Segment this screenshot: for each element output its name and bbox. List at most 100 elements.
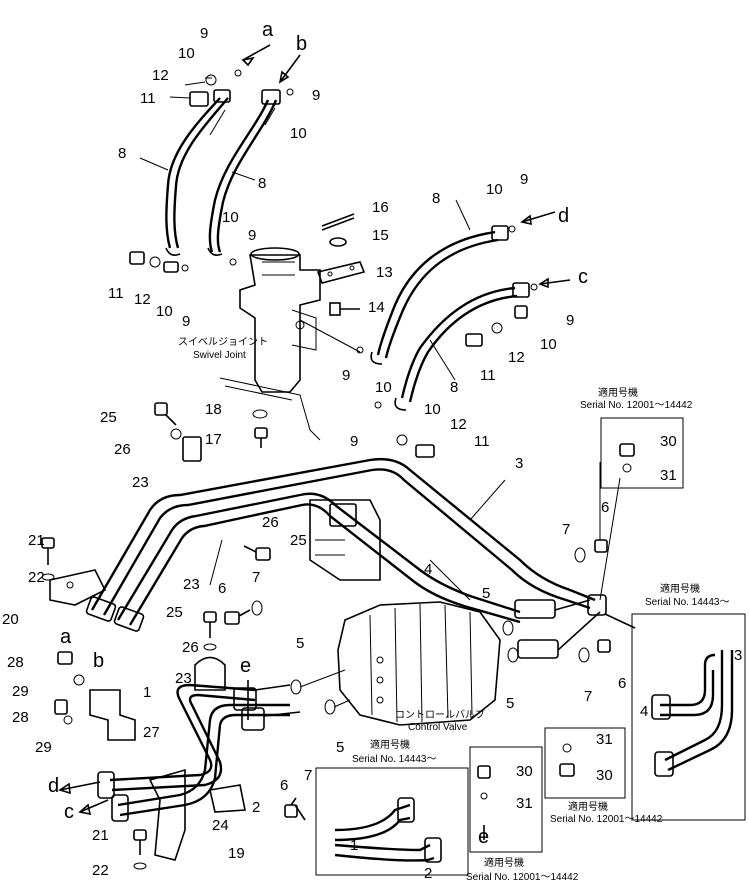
callout-9: 9 [312, 87, 320, 104]
control-valve-jp: コントロールバルブ [395, 708, 485, 721]
arrow-d-bottom-head [58, 782, 71, 795]
serial-12001-bottom: Serial No. 12001～14442 [466, 872, 579, 883]
callout-12: 12 [134, 291, 151, 308]
callout-9: 9 [248, 227, 256, 244]
arrow-c-head [538, 277, 549, 289]
callout-12: 12 [450, 416, 467, 433]
callout-26: 26 [262, 514, 279, 531]
callout-30: 30 [660, 433, 677, 450]
washer-7-right-top [574, 547, 586, 563]
callout-26: 26 [114, 441, 131, 458]
callout-30: 30 [596, 767, 613, 784]
bolt-28-a [57, 651, 73, 665]
bracket-27 [89, 689, 136, 741]
callout-25: 25 [100, 409, 117, 426]
callout-9: 9 [182, 313, 190, 330]
arrow-inset-right [604, 613, 636, 629]
callout-21: 21 [92, 827, 109, 844]
bolt-6-low [284, 797, 298, 818]
callout-12: 12 [152, 67, 169, 84]
washer-22-top [41, 573, 55, 581]
callout-10: 10 [222, 209, 239, 226]
washer-26-mid [203, 643, 217, 651]
port-a-top: a [262, 19, 274, 41]
callout-13: 13 [376, 264, 393, 281]
callout-7: 7 [252, 569, 260, 586]
callout-21: 21 [28, 532, 45, 549]
applicability-heading-2: 適用号機 [660, 582, 700, 595]
arrow-c-top [539, 279, 571, 285]
port-d-bottom: d [48, 775, 59, 797]
arrow-d-bottom [59, 781, 101, 791]
washer-29-b [63, 715, 73, 725]
callout-6: 6 [618, 675, 626, 692]
callout-6: 6 [601, 499, 609, 516]
callout-6: 6 [280, 777, 288, 794]
oring-5-b [324, 699, 336, 715]
callout-23: 23 [183, 576, 200, 593]
clamp-block [309, 499, 381, 581]
fitting-top-b [261, 88, 294, 105]
callout-3: 3 [515, 455, 523, 472]
serial-14443-bottom: Serial No. 14443～ [352, 754, 437, 765]
serial-14443-right: Serial No. 14443～ [645, 597, 730, 608]
callout-8: 8 [118, 145, 126, 162]
bolt-6-right-top [594, 539, 608, 553]
bolt-17 [254, 427, 268, 448]
fitting-left-low [129, 247, 237, 273]
arrow-c-bottom [79, 799, 109, 813]
callout-28: 28 [12, 709, 29, 726]
callout-5: 5 [296, 635, 304, 652]
pipe-flange-left [85, 596, 145, 632]
port-d-top: d [558, 205, 569, 227]
callout-10: 10 [156, 303, 173, 320]
washer-7-left [251, 600, 263, 616]
bolt-25-upper [243, 545, 271, 561]
callout-7: 7 [304, 767, 312, 784]
callout-15: 15 [372, 227, 389, 244]
callout-5: 5 [336, 739, 344, 756]
bolt-21-bottom [133, 829, 147, 855]
callout-9: 9 [342, 367, 350, 384]
arrow-d-top [521, 211, 556, 223]
bolt-25 [154, 402, 177, 426]
callout-22: 22 [92, 862, 109, 879]
callout-23: 23 [132, 474, 149, 491]
callout-26: 26 [182, 639, 199, 656]
bolt-6-right-low [597, 639, 611, 653]
clamp-24 [209, 784, 246, 813]
bracket-17-18 [219, 377, 321, 441]
arrow-b-top [279, 54, 301, 83]
callout-11: 11 [140, 90, 156, 107]
callout-9: 9 [520, 171, 528, 188]
callout-10: 10 [178, 45, 195, 62]
port-b-top: b [296, 33, 307, 55]
swivel-joint [239, 247, 321, 393]
callout-7: 7 [562, 521, 570, 538]
inset-bottom-e [469, 746, 543, 853]
callout-1: 1 [143, 684, 151, 701]
callout-16: 16 [372, 199, 389, 216]
washer-7-right-low [578, 647, 590, 663]
washer-29-a [73, 674, 85, 686]
callout-27: 27 [143, 724, 160, 741]
port-a-left: a [60, 626, 72, 648]
callout-2: 2 [252, 799, 260, 816]
serial-12001-top: Serial No. 12001～14442 [580, 400, 693, 411]
callout-29: 29 [12, 683, 29, 700]
port-c-bottom: c [64, 801, 74, 823]
callout-2: 2 [424, 865, 432, 882]
callout-25: 25 [290, 532, 307, 549]
callout-4: 4 [424, 561, 432, 578]
pipe-2 [117, 703, 290, 817]
applicability-heading-4: 適用号機 [568, 800, 608, 813]
pipe-flange-right [514, 594, 607, 659]
callout-19: 19 [228, 845, 245, 862]
hose-left-a [165, 97, 229, 249]
inset-right [631, 613, 746, 821]
leader-5a [299, 669, 346, 688]
hose-left-b [208, 99, 278, 253]
leader-lines [139, 77, 621, 601]
callout-3: 3 [734, 647, 742, 664]
callout-9: 9 [200, 25, 208, 42]
